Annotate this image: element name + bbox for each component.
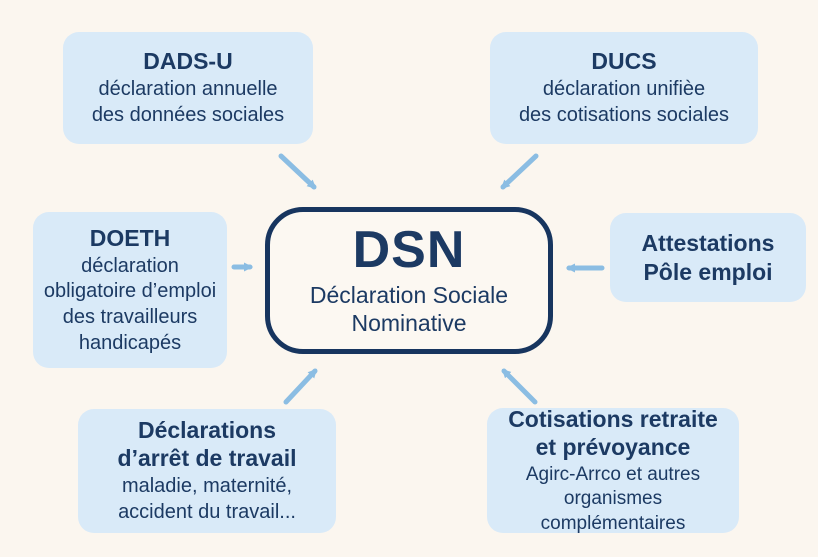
box-declarations-title: Déclarations d’arrêt de travail xyxy=(117,417,297,472)
box-doeth: DOETH déclaration obligatoire d’emploi d… xyxy=(33,212,227,368)
dsn-subtitle: Déclaration Sociale Nominative xyxy=(309,281,509,336)
dsn-center-box: DSN Déclaration Sociale Nominative xyxy=(265,207,553,354)
box-attestations-pole-emploi: Attestations Pôle emploi xyxy=(610,213,806,302)
box-declarations-description: maladie, maternité, accident du travail.… xyxy=(118,475,296,524)
box-dads-u-description: déclaration annuelle des données sociale… xyxy=(91,78,285,127)
arrow-ducs-to-dsn-icon xyxy=(500,153,539,190)
box-ducs-description: déclaration unifièe des cotisations soci… xyxy=(518,78,730,127)
box-cotisations-description: Agirc-Arrco et autres organismes complém… xyxy=(525,464,701,534)
box-dads-u: DADS-U déclaration annuelle des données … xyxy=(63,32,313,144)
box-ducs: DUCS déclaration unifièe des cotisations… xyxy=(490,32,758,144)
box-declarations-arret-travail: Déclarations d’arrêt de travail maladie,… xyxy=(78,409,336,533)
box-ducs-title: DUCS xyxy=(591,48,657,75)
box-cotisations-title: Cotisations retraite et prévoyance xyxy=(508,405,718,461)
arrow-declarations-to-dsn-icon xyxy=(283,368,318,405)
arrow-dads-u-to-dsn-icon xyxy=(278,153,317,190)
box-doeth-title: DOETH xyxy=(89,224,171,251)
box-cotisations-retraite: Cotisations retraite et prévoyance Agirc… xyxy=(487,405,739,534)
box-dads-u-title: DADS-U xyxy=(143,48,233,75)
box-attestations-title: Attestations Pôle emploi xyxy=(641,230,775,285)
dsn-acronym: DSN xyxy=(352,220,466,279)
box-doeth-description: déclaration obligatoire d’emploi des tra… xyxy=(43,254,217,354)
arrow-cotisations-to-dsn-icon xyxy=(501,368,538,405)
